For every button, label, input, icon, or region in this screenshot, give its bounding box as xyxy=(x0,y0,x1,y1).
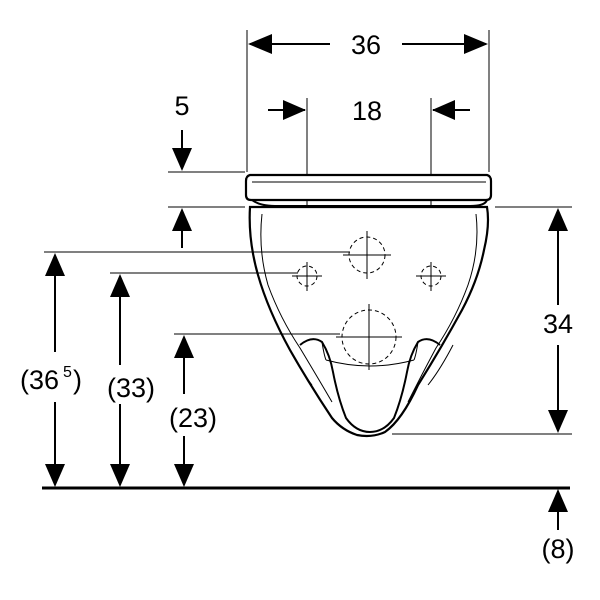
hole-spacing-label: 18 xyxy=(352,96,382,126)
bowl-height-label: 34 xyxy=(543,309,573,339)
mounting-hole-right xyxy=(416,262,446,291)
overall-width-label: 36 xyxy=(351,30,381,60)
height-inlet-label: (33) xyxy=(107,373,155,403)
waste-outlet-circle xyxy=(336,304,402,370)
floor-offset-dimension: (8) xyxy=(542,489,575,564)
seat-offset-dimension: 5 xyxy=(168,91,245,248)
wc-seat-lid xyxy=(244,173,493,207)
height-outlet-label: (23) xyxy=(169,403,217,433)
overall-width-dimension: 36 xyxy=(246,30,490,172)
seat-offset-label: 5 xyxy=(174,91,189,121)
height-inlet-dimension: (33) xyxy=(107,274,155,487)
floor-offset-label: (8) xyxy=(542,534,575,564)
height-outlet-dimension: (23) xyxy=(169,335,217,487)
bowl-height-dimension: 34 xyxy=(392,206,573,435)
mounting-hole-left xyxy=(292,262,322,291)
hole-spacing-dimension: 18 xyxy=(268,96,470,290)
water-inlet-circle xyxy=(343,231,391,279)
